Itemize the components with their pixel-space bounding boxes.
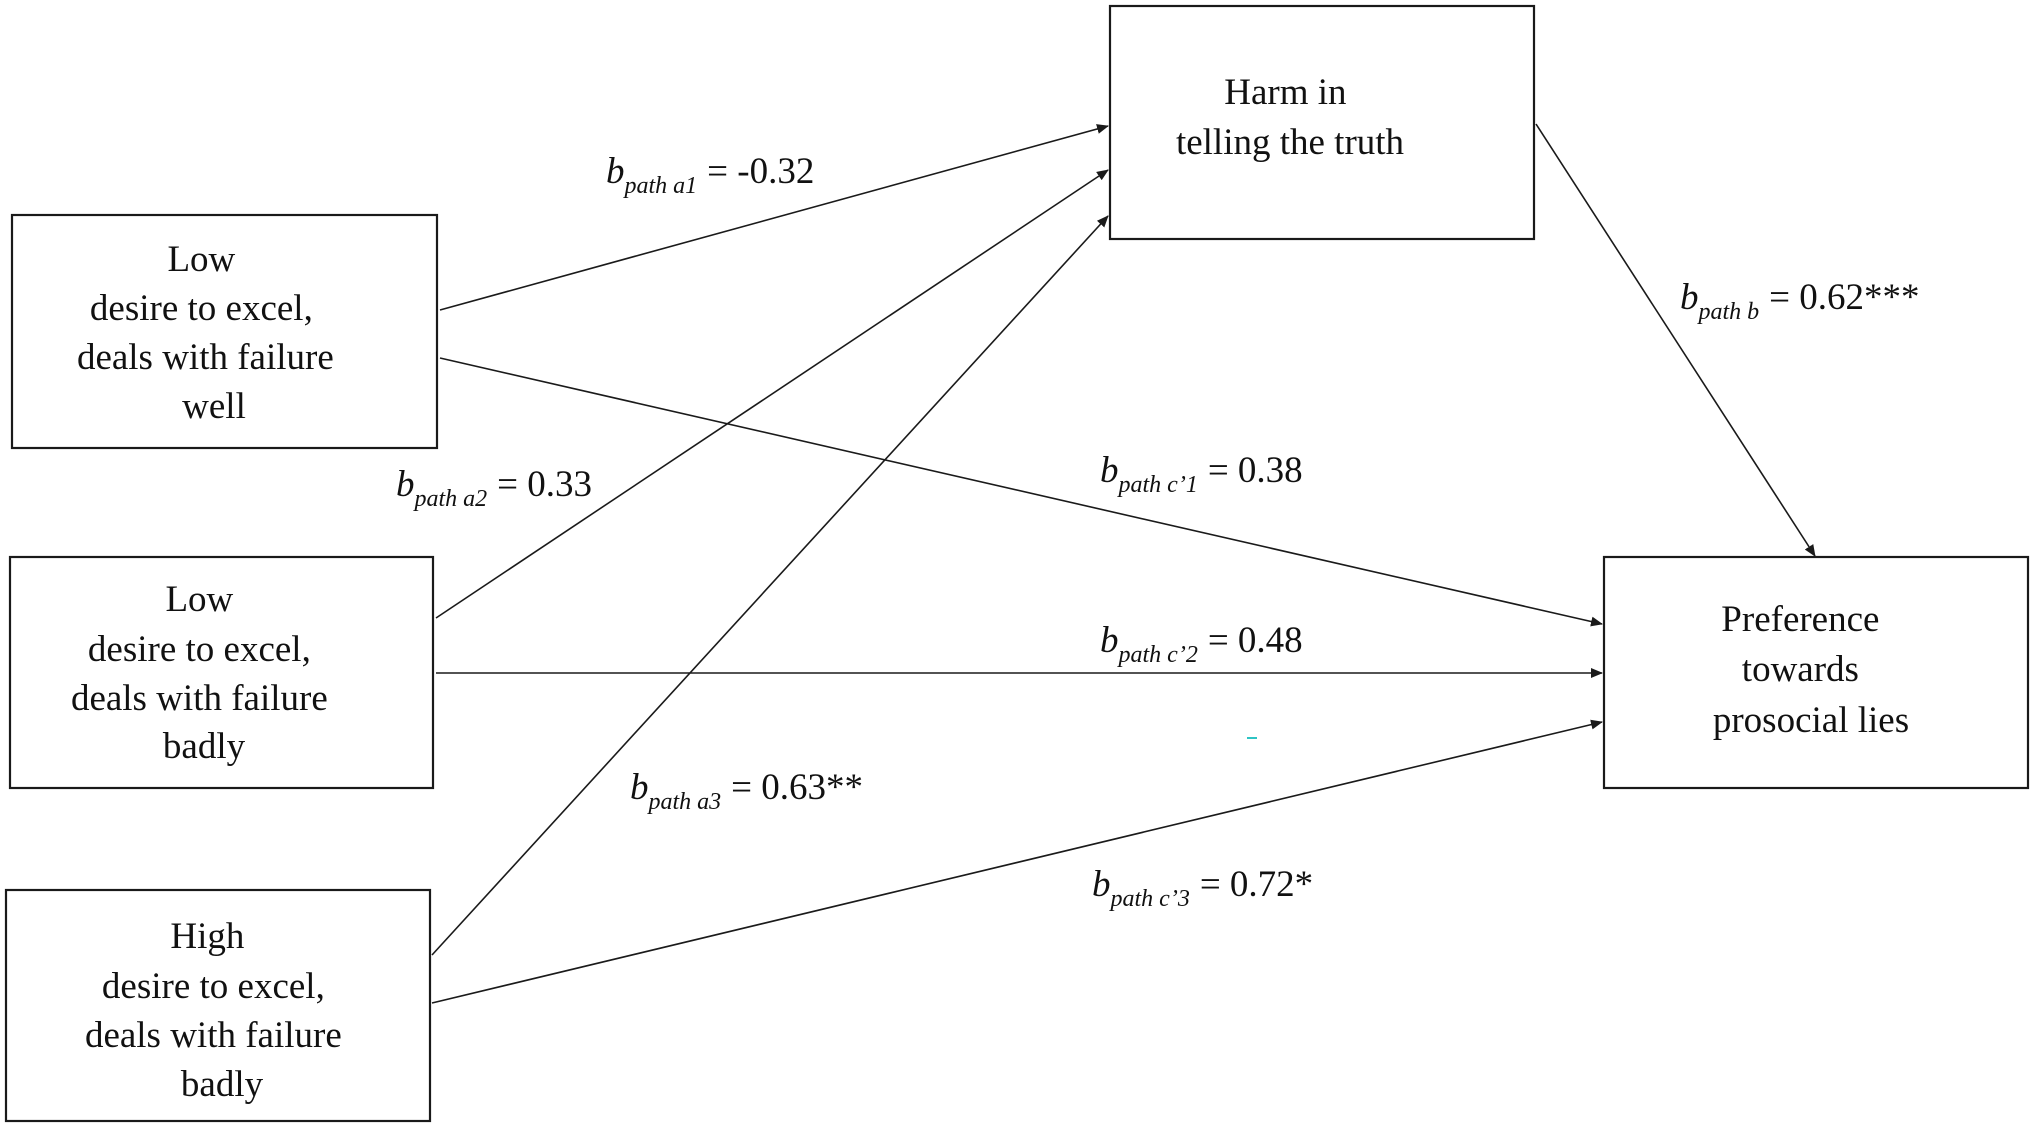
low-well-line-4: well: [182, 386, 246, 427]
harm-line-1: Harm in: [1224, 72, 1346, 113]
harm-node: Harm in telling the truth: [1108, 4, 1536, 241]
coef-path-c2: bpath c’2 = 0.48: [1100, 620, 1303, 668]
outcome-node: Preference towards prosocial lies: [1602, 555, 2030, 790]
outcome-line-3: prosocial lies: [1713, 700, 1909, 741]
arrows: [431, 123, 1816, 1004]
coef-a3-symbol: b: [630, 767, 649, 808]
low-well-line-1: Low: [167, 239, 235, 280]
arrow-path-b: [1535, 123, 1816, 557]
low-well-node: Low desire to excel, deals with failure …: [10, 213, 439, 450]
arrow-path-c1: [439, 357, 1603, 627]
low-well-line-2: desire to excel,: [90, 288, 313, 329]
low-well-line-3: deals with failure: [77, 337, 334, 378]
coef-c1-subscript: path c’1: [1117, 472, 1198, 498]
outcome-line-1: Preference: [1721, 599, 1879, 640]
harm-node-text: Harm in telling the truth: [1176, 72, 1405, 163]
arrow-path-a3: [431, 215, 1109, 956]
coef-c2-symbol: b: [1100, 620, 1119, 661]
coef-c2-value: = 0.48: [1208, 620, 1303, 661]
low-badly-line-2: desire to excel,: [88, 629, 311, 670]
coef-a3-value: = 0.63**: [731, 767, 863, 808]
arrow-path-a2: [435, 169, 1109, 619]
coef-c2-subscript: path c’2: [1117, 642, 1198, 668]
coef-c1-value: = 0.38: [1208, 450, 1303, 491]
coef-a2-value: = 0.33: [497, 464, 592, 505]
outcome-node-text: Preference towards prosocial lies: [1713, 599, 1909, 741]
low-badly-node: Low desire to excel, deals with failure …: [8, 555, 435, 790]
coef-c3-subscript: path c’3: [1109, 886, 1190, 912]
low-badly-line-1: Low: [165, 579, 233, 620]
coef-path-c3: bpath c’3 = 0.72*: [1092, 864, 1313, 912]
coef-path-b: bpath b = 0.62***: [1680, 277, 1920, 325]
coef-path-c1: bpath c’1 = 0.38: [1100, 450, 1303, 498]
coef-c1-symbol: b: [1100, 450, 1119, 491]
coef-a2-subscript: path a2: [413, 486, 488, 512]
high-badly-line-1: High: [170, 916, 245, 957]
coef-path-a3: bpath a3 = 0.63**: [630, 767, 863, 815]
low-badly-line-3: deals with failure: [71, 678, 328, 719]
coef-path-a1: bpath a1 = -0.32: [606, 151, 814, 199]
high-badly-line-4: badly: [181, 1064, 264, 1105]
coef-a2-symbol: b: [396, 464, 415, 505]
coef-path-a2: bpath a2 = 0.33: [396, 464, 592, 512]
high-badly-line-3: deals with failure: [85, 1015, 342, 1056]
coef-b-symbol: b: [1680, 277, 1699, 318]
harm-line-2: telling the truth: [1176, 122, 1405, 163]
outcome-line-2: towards: [1742, 649, 1859, 690]
low-well-node-text: Low desire to excel, deals with failure …: [77, 239, 343, 427]
coef-c3-symbol: b: [1092, 864, 1111, 905]
low-badly-node-text: Low desire to excel, deals with failure …: [71, 579, 337, 767]
high-badly-node: High desire to excel, deals with failure…: [4, 888, 432, 1123]
coef-c3-value: = 0.72*: [1200, 864, 1313, 905]
coef-a1-subscript: path a1: [623, 173, 698, 199]
low-badly-line-4: badly: [163, 726, 246, 767]
arrow-path-a1: [439, 124, 1109, 311]
coef-b-subscript: path b: [1697, 299, 1760, 325]
coef-a1-value: = -0.32: [707, 151, 814, 192]
coef-b-value: = 0.62***: [1769, 277, 1919, 318]
arrow-path-c3: [431, 719, 1603, 1004]
coef-a3-subscript: path a3: [647, 789, 722, 815]
high-badly-node-text: High desire to excel, deals with failure…: [85, 916, 351, 1105]
coef-a1-symbol: b: [606, 151, 625, 192]
high-badly-line-2: desire to excel,: [102, 966, 325, 1007]
